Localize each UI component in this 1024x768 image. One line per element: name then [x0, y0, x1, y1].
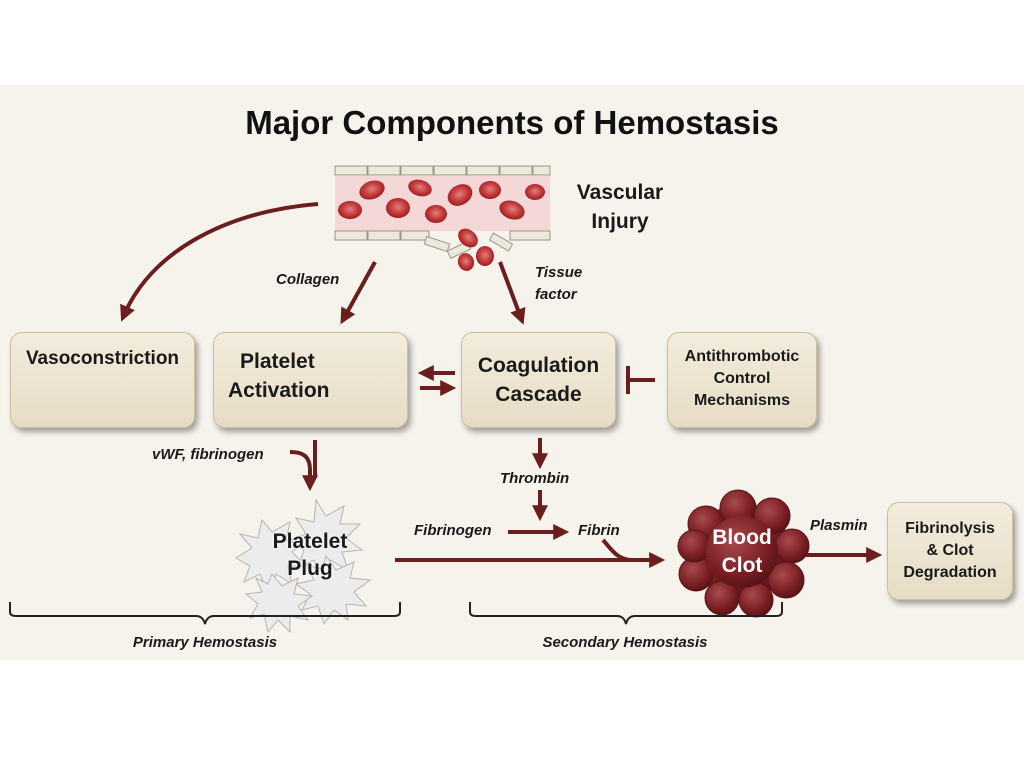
- fibrinolysis-label-3: Degradation: [903, 564, 997, 581]
- coagulation-cascade-box: Coagulation Cascade: [461, 332, 616, 428]
- platelet-activation-box: Platelet Activation: [213, 332, 408, 428]
- platelet-activation-label-1: Platelet: [240, 350, 315, 373]
- fibrinolysis-box: Fibrinolysis & Clot Degradation: [887, 502, 1013, 600]
- inhibition-symbol: [626, 366, 655, 394]
- antithrombotic-label-2: Control: [713, 370, 771, 387]
- collagen-label: Collagen: [276, 271, 340, 288]
- arrow-to-vasoconstriction: [120, 202, 319, 322]
- secondary-hemostasis-label: Secondary Hemostasis: [542, 634, 708, 651]
- platelet-plug-label: Platelet Plug: [272, 530, 348, 580]
- antithrombotic-label-3: Mechanisms: [693, 392, 791, 409]
- arrow-tissue-factor: [498, 261, 526, 325]
- arrow-collagen: [340, 261, 377, 325]
- fibrinolysis-label-2: & Clot: [926, 542, 974, 559]
- primary-hemostasis-label: Primary Hemostasis: [132, 634, 278, 651]
- vasoconstriction-label: Vasoconstriction: [25, 348, 180, 369]
- platelet-activation-label-2: Activation: [228, 379, 330, 402]
- vascular-injury-label: Vascular Injury: [576, 181, 664, 233]
- phase-braces: [9, 602, 783, 625]
- antithrombotic-label-1: Antithrombotic: [684, 348, 800, 365]
- blood-clot-label: Blood Clot: [712, 526, 772, 577]
- plasmin-label: Plasmin: [810, 517, 868, 534]
- vasoconstriction-box: Vasoconstriction: [10, 332, 195, 428]
- tissue-factor-label: Tissue factor: [535, 264, 583, 303]
- fibrinolysis-label-1: Fibrinolysis: [905, 520, 995, 537]
- vascular-injury-illustration: [334, 165, 551, 271]
- platelet-plug-illustration: [235, 498, 372, 634]
- coagulation-label-2: Cascade: [495, 383, 582, 406]
- blood-clot-illustration: [677, 489, 810, 618]
- pathway-arrows: [120, 202, 883, 568]
- page-title: Major Components of Hemostasis: [245, 104, 779, 141]
- antithrombotic-box: Antithrombotic Control Mechanisms: [667, 332, 817, 428]
- coagulation-label-1: Coagulation: [477, 354, 600, 377]
- fibrinogen-label: Fibrinogen: [414, 522, 492, 539]
- vwf-fibrinogen-label: vWF, fibrinogen: [152, 446, 264, 463]
- arrow-fibrin-join: [601, 538, 631, 562]
- fibrin-label: Fibrin: [578, 522, 620, 539]
- arrow-vwf: [289, 450, 318, 492]
- thrombin-label: Thrombin: [500, 470, 570, 487]
